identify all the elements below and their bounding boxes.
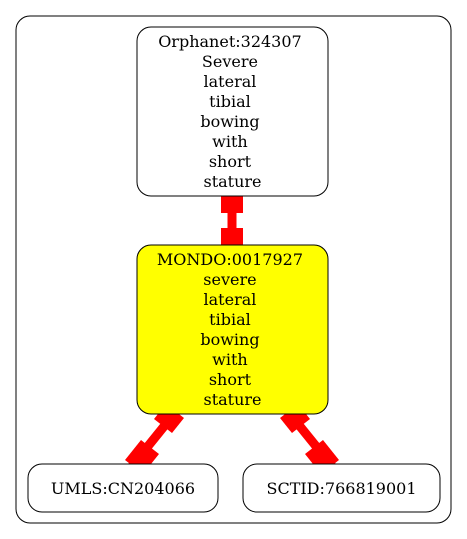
node-line: lateral <box>204 72 257 91</box>
node-mondo-label: MONDO:0017927 severe lateral tibial bowi… <box>157 250 308 409</box>
node-line: short <box>209 370 252 389</box>
node-sctid-label: SCTID:766819001 <box>266 479 416 498</box>
node-line: MONDO:0017927 <box>157 250 303 269</box>
node-line: SCTID:766819001 <box>266 479 416 498</box>
node-line: severe <box>203 270 256 289</box>
node-line: lateral <box>204 290 257 309</box>
node-line: bowing <box>200 330 259 349</box>
node-mondo[interactable]: MONDO:0017927 severe lateral tibial bowi… <box>136 244 329 415</box>
node-umls-label: UMLS:CN204066 <box>51 479 195 498</box>
edge-orphanet-mondo <box>221 193 243 250</box>
node-line: Orphanet:324307 <box>158 32 302 51</box>
node-orphanet-label: Orphanet:324307 Severe lateral tibial bo… <box>158 32 307 191</box>
node-line: stature <box>203 172 261 191</box>
node-sctid[interactable]: SCTID:766819001 <box>242 463 441 513</box>
node-line: tibial <box>209 310 251 329</box>
node-line: UMLS:CN204066 <box>51 479 195 498</box>
node-line: tibial <box>209 92 251 111</box>
node-line: with <box>212 350 248 369</box>
node-line: with <box>212 132 248 151</box>
node-line: short <box>209 152 252 171</box>
node-orphanet[interactable]: Orphanet:324307 Severe lateral tibial bo… <box>136 26 329 197</box>
node-line: stature <box>203 390 261 409</box>
node-umls[interactable]: UMLS:CN204066 <box>27 463 219 513</box>
node-line: Severe <box>202 52 258 71</box>
node-line: bowing <box>200 112 259 131</box>
